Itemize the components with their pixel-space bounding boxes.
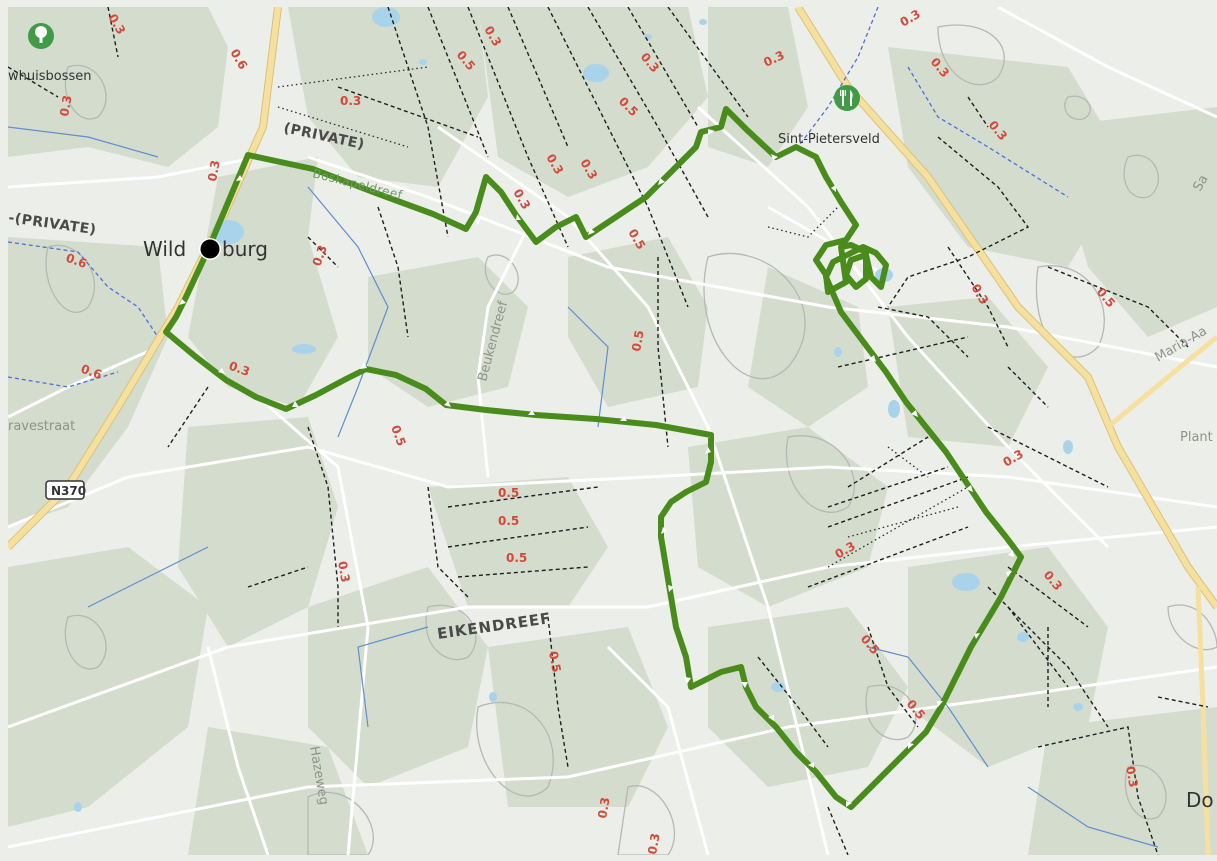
grade-label: 0.3 — [310, 243, 330, 268]
grade-label: 0.3 — [57, 94, 74, 117]
streams-and-borders — [8, 7, 1159, 848]
grade-label: 0.3 — [335, 560, 352, 583]
street-plant: Plant — [1180, 430, 1213, 445]
tree-icon[interactable] — [28, 23, 54, 49]
place-wildenburg-left: Wild — [143, 237, 186, 261]
map-canvas[interactable]: 0.6 0.3 0.3 0.3 0.5 0.5 0.3 0.3 0.3 0.3 … — [8, 7, 1217, 855]
street-sa: Sa — [1190, 172, 1211, 194]
place-sint-pietersveld: Sint-Pietersveld — [778, 132, 880, 147]
grade-label: 0.3 — [227, 359, 252, 379]
grade-label-e: 0.3 — [645, 832, 662, 855]
place-do: Do — [1186, 788, 1214, 812]
grade-label: 0.5 — [506, 551, 527, 565]
grade-label: 0.6 — [79, 362, 104, 382]
contour-lines — [45, 24, 1217, 855]
minor-roads — [8, 7, 1217, 855]
grade-label: 0.3 — [1123, 765, 1140, 788]
road-badge-n370: N370 — [45, 480, 86, 500]
grade-label: 0.5 — [498, 514, 519, 528]
fork-knife-icon[interactable] — [834, 85, 860, 111]
street-ravestraat: ravestraat — [8, 419, 75, 434]
grade-label: 0.5 — [629, 329, 646, 352]
route-arrows — [179, 129, 1014, 807]
grade-label: 0.5 — [498, 486, 519, 500]
grade-label-d: 0.3 — [595, 796, 612, 819]
grade-label: 0.3 — [340, 94, 361, 108]
start-marker-icon[interactable] — [199, 238, 221, 260]
grade-label: 0.6 — [64, 251, 89, 271]
trails — [8, 7, 1209, 855]
place-wildenburg-right: burg — [222, 237, 268, 261]
footpaths — [277, 66, 969, 568]
grade-label: 0.3 — [205, 159, 222, 182]
grade-label: 0.5 — [388, 423, 408, 448]
road-badge-text: N370 — [51, 484, 86, 498]
place-nieuwhuisbossen: whuisbossen — [8, 69, 91, 84]
route-line[interactable] — [163, 106, 1024, 810]
grade-label: 0.5 — [546, 650, 563, 673]
